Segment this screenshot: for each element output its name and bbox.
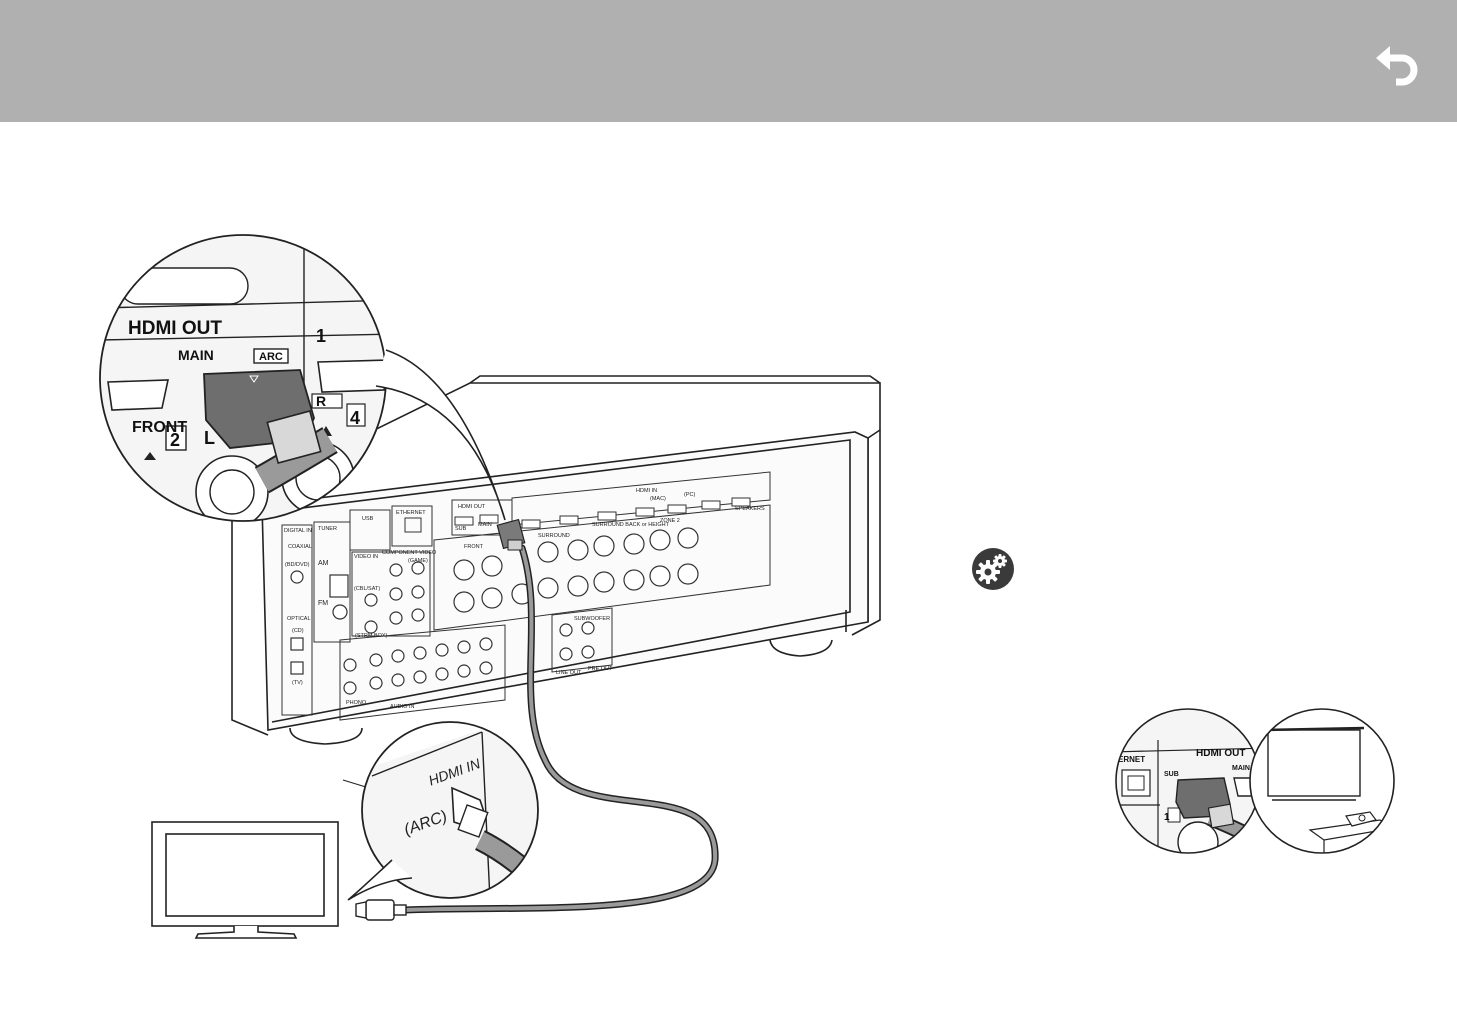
label-strm-box: (STRM BOX) (355, 633, 388, 639)
label-component: COMPONENT VIDEO (382, 550, 437, 556)
label-hdmi-out: HDMI OUT (458, 504, 486, 510)
hdmi-plug-loose (355, 899, 407, 921)
label-line-out: LINE OUT (556, 670, 582, 676)
av-receiver (231, 375, 881, 745)
zoom-label-arc: ARC (259, 351, 283, 363)
zoom-hdmi-out-callout (375, 349, 506, 521)
label-bd-dvd: (BD/DVD) (285, 562, 310, 568)
television (151, 821, 339, 939)
label-hdmi-in: HDMI IN (636, 488, 657, 494)
zoom-projector-screen (1249, 708, 1395, 854)
zoom-label-r: R (316, 393, 326, 409)
label-zone2: ZONE 2 (660, 518, 680, 524)
zoom-label-main: MAIN (178, 347, 214, 363)
label-tv: (TV) (292, 680, 303, 686)
rear-panel-details (281, 471, 771, 721)
label-coaxial: COAXIAL (288, 544, 312, 550)
zoom-hdmi-out: HDMI OUT MAIN FRONT 1 2 4 L R ARC (99, 234, 387, 522)
zoom-label-l: L (204, 428, 215, 448)
zoom-tv-callout (347, 859, 413, 901)
label-tuner: TUNER (318, 526, 337, 532)
zoom-label-front: FRONT (132, 419, 187, 436)
label-mac: (MAC) (650, 496, 666, 502)
zoom-sub-out: HDMI OUT SUB MAIN ERNET 1 (1115, 708, 1261, 854)
receiver-hdmi-ports (454, 497, 751, 529)
back-arrow-icon (1376, 46, 1418, 86)
label-main: MAIN (478, 522, 492, 528)
label-cbl-sat: (CBL/SAT) (354, 586, 380, 592)
settings-gear-button[interactable] (971, 547, 1015, 591)
zoom-label-num4: 4 (350, 408, 360, 428)
label-pre-out: PRE OUT (588, 666, 613, 672)
proj-label-main: MAIN (1232, 765, 1250, 772)
label-video-in: VIDEO IN (354, 554, 378, 560)
zoom-label-hdmi-out: HDMI OUT (128, 318, 222, 339)
proj-label-sub: SUB (1164, 771, 1179, 778)
hdmi-plug-receiver (496, 518, 526, 551)
tv-label-hdmi-in: HDMI IN (426, 755, 483, 789)
label-cd: (CD) (292, 628, 304, 634)
label-usb: USB (362, 516, 374, 522)
receiver-labels: DIGITAL IN COAXIAL (BD/DVD) OPTICAL (CD)… (284, 488, 765, 710)
zoom-tv-hdmi-in: HDMI IN (ARC) (361, 721, 539, 899)
rear-connectors (290, 527, 699, 695)
label-pc: (PC) (684, 492, 695, 498)
label-subwoofer: SUBWOOFER (574, 616, 610, 622)
proj-label-ernet: ERNET (1118, 755, 1145, 764)
label-optical: OPTICAL (287, 616, 311, 622)
label-front: FRONT (464, 544, 484, 550)
tv-label-arc: (ARC) (402, 808, 450, 839)
zoom-label-num2: 2 (170, 430, 180, 450)
tv-leader-line (342, 779, 416, 803)
label-surround-back: SURROUND BACK or HEIGHT (592, 522, 670, 528)
label-sub: SUB (455, 526, 467, 532)
back-button[interactable] (1370, 36, 1426, 86)
gear-icon (972, 548, 1014, 590)
label-fm: FM (318, 600, 328, 607)
label-am: AM (318, 560, 329, 567)
label-phono: PHONO (346, 700, 367, 706)
zoom-label-num1: 1 (316, 326, 326, 346)
proj-label-num1: 1 (1164, 812, 1170, 823)
hdmi-cable (401, 544, 719, 914)
label-game: (GAME) (408, 558, 428, 564)
label-audio-in: AUDIO IN (390, 704, 414, 710)
label-digital-in: DIGITAL IN (284, 528, 312, 534)
header-bar (0, 0, 1457, 122)
label-surround: SURROUND (538, 533, 570, 539)
label-speakers: SPEAKERS (735, 506, 765, 512)
label-ethernet: ETHERNET (396, 510, 426, 516)
proj-label-hdmi-out: HDMI OUT (1196, 748, 1245, 759)
